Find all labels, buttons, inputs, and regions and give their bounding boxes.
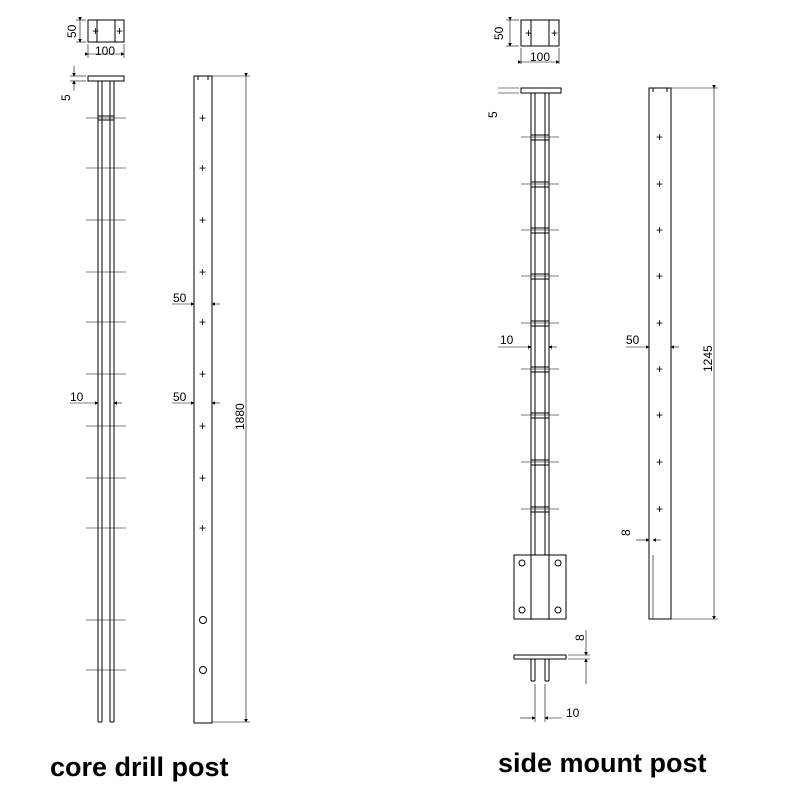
svg-text:+: + bbox=[199, 161, 206, 175]
side-plate-thickness-label: 5 bbox=[486, 111, 500, 118]
svg-text:+: + bbox=[656, 362, 663, 376]
svg-text:+: + bbox=[199, 315, 206, 329]
svg-text:+: + bbox=[116, 24, 123, 38]
core-post-width-upper-label: 50 bbox=[173, 291, 187, 305]
core-post-width-lower-label: 50 bbox=[173, 390, 187, 404]
side-mount-foot-plate-detail bbox=[513, 630, 590, 722]
side-mount-side-view bbox=[498, 87, 567, 620]
side-mount-front-view: + + + + + + + + + bbox=[626, 85, 718, 620]
svg-text:+: + bbox=[199, 521, 206, 535]
core-drill-front-view: + + + + + + + + + bbox=[172, 73, 250, 724]
core-drill-post-drawing: + + 50 100 bbox=[59, 17, 250, 724]
core-plate-thickness-label: 5 bbox=[59, 94, 73, 101]
svg-text:+: + bbox=[656, 502, 663, 516]
core-base-plate-height-label: 50 bbox=[65, 24, 79, 38]
svg-text:+: + bbox=[656, 316, 663, 330]
core-drill-side-view bbox=[70, 66, 126, 723]
svg-text:+: + bbox=[199, 367, 206, 381]
svg-text:+: + bbox=[525, 26, 532, 40]
side-mount-base-plate-detail: + + bbox=[506, 17, 560, 64]
svg-text:+: + bbox=[656, 408, 663, 422]
side-foot-spacing-label: 10 bbox=[566, 706, 580, 720]
core-drill-post-caption: core drill post bbox=[50, 752, 229, 782]
side-base-plate-width-label: 100 bbox=[530, 50, 550, 64]
svg-text:+: + bbox=[551, 26, 558, 40]
side-hole-offset-label: 8 bbox=[619, 529, 633, 536]
svg-text:+: + bbox=[199, 471, 206, 485]
svg-text:+: + bbox=[656, 177, 663, 191]
side-post-width-label: 50 bbox=[626, 333, 640, 347]
core-post-height-label: 1880 bbox=[233, 403, 247, 430]
svg-text:+: + bbox=[656, 130, 663, 144]
svg-text:+: + bbox=[656, 455, 663, 469]
core-base-plate-width-label: 100 bbox=[95, 44, 115, 58]
side-mount-post-drawing: + + 50 100 bbox=[486, 17, 718, 722]
side-mount-post-caption: side mount post bbox=[498, 748, 707, 778]
svg-text:+: + bbox=[199, 265, 206, 279]
side-base-plate-height-label: 50 bbox=[492, 26, 506, 40]
svg-text:+: + bbox=[199, 419, 206, 433]
svg-text:+: + bbox=[199, 111, 206, 125]
svg-text:+: + bbox=[656, 269, 663, 283]
svg-text:+: + bbox=[92, 24, 99, 38]
core-bar-spacing-label: 10 bbox=[70, 390, 84, 404]
svg-text:+: + bbox=[199, 213, 206, 227]
core-drill-base-plate-detail: + + bbox=[76, 17, 125, 58]
side-bar-spacing-label: 10 bbox=[500, 333, 514, 347]
side-post-height-label: 1245 bbox=[701, 345, 715, 372]
side-foot-plate-thickness-label: 8 bbox=[573, 634, 587, 641]
svg-text:+: + bbox=[656, 223, 663, 237]
